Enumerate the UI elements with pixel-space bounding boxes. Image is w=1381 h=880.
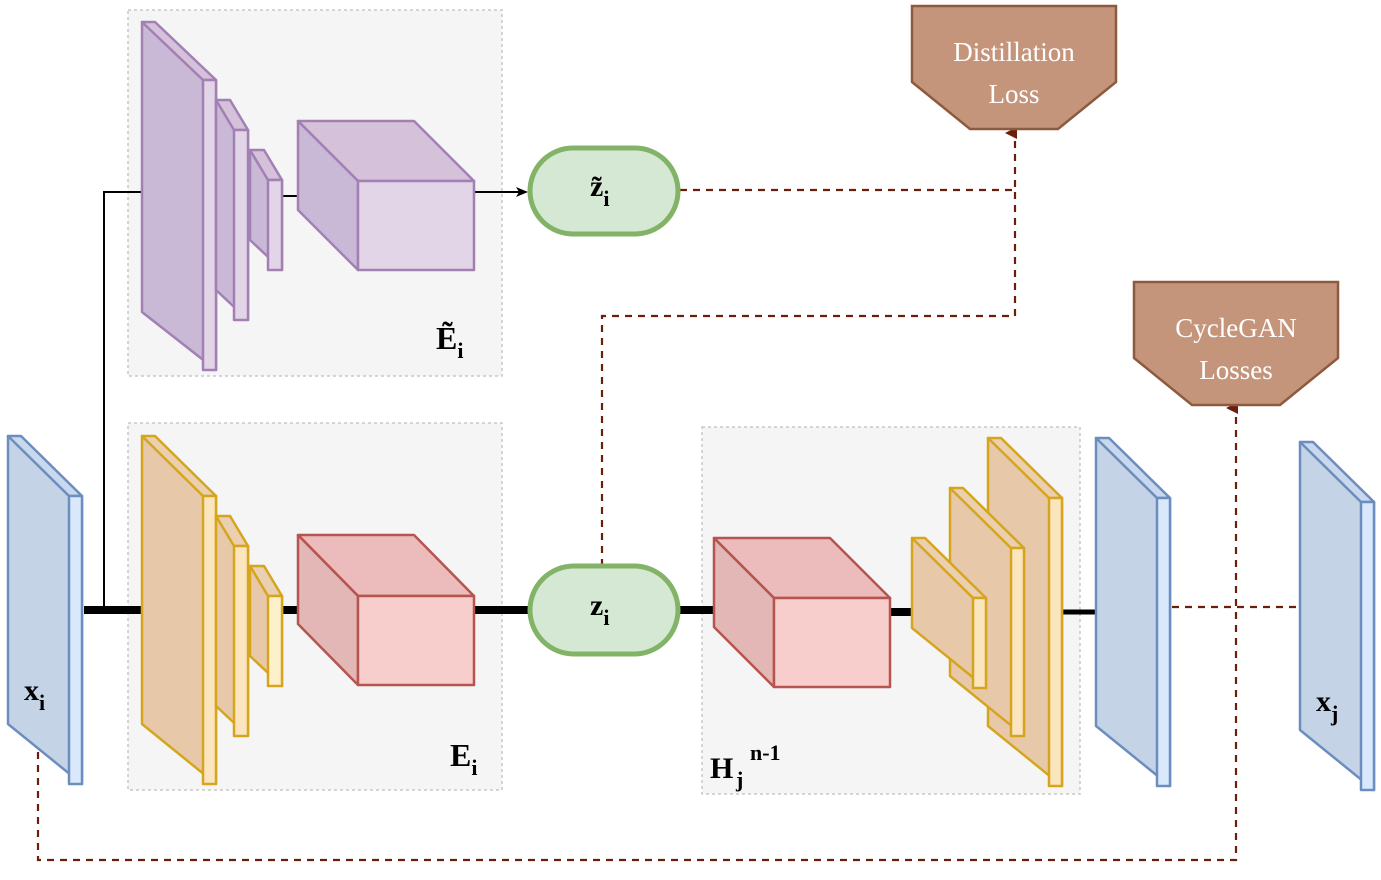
x-in-to-cyclegan-line	[36, 402, 1238, 862]
teacher-encoder-label: Ẽi	[436, 320, 463, 363]
head-layers	[910, 436, 1064, 788]
encoder-label: Ei	[450, 737, 477, 780]
dashed-connections	[36, 127, 1322, 862]
z-node	[527, 563, 681, 657]
z-label-sub: i	[603, 605, 609, 630]
x-out-label-sub: j	[1330, 701, 1338, 726]
input-image	[6, 434, 84, 786]
z-tilde-label-base: z̃	[590, 170, 603, 203]
encoder-cuboid	[296, 533, 476, 687]
z-label-base: z	[590, 589, 603, 622]
cyclegan-loss-label-line2: Losses	[1199, 355, 1273, 385]
output-image	[1298, 440, 1376, 792]
generated-image	[1094, 436, 1172, 788]
head-label-sup: n-1	[750, 740, 781, 765]
head-label-base: H	[710, 752, 733, 785]
cyclegan-loss-box: CycleGAN Losses	[1132, 280, 1340, 407]
z-label: zi	[590, 589, 609, 630]
head-cuboid	[712, 536, 892, 689]
x-out-label: xj	[1316, 685, 1338, 726]
encoder-layers	[140, 434, 284, 786]
z-to-distillation-line	[600, 190, 1017, 566]
distillation-loss-label-line1: Distillation	[953, 37, 1075, 67]
distillation-loss-label-line2: Loss	[988, 79, 1039, 109]
z-tilde-label-sub: i	[603, 186, 609, 211]
z-tilde-node	[527, 145, 681, 237]
teacher-encoder-label-base: Ẽ	[436, 320, 457, 356]
cyclegan-loss-label-line1: CycleGAN	[1175, 313, 1296, 343]
encoder-label-base: E	[450, 737, 471, 773]
x-in-label-base: x	[24, 674, 39, 707]
teacher-encoder-label-sub: i	[457, 338, 463, 363]
x-in-label: xi	[24, 674, 45, 715]
x-out-label-base: x	[1316, 685, 1331, 718]
z-tilde-label: z̃i	[590, 170, 609, 211]
x-in-label-sub: i	[39, 690, 45, 715]
head-label: H j n-1	[710, 740, 781, 792]
z-tilde-to-distillation-line	[680, 127, 1017, 192]
distillation-loss-box: Distillation Loss	[910, 4, 1118, 131]
encoder-label-sub: i	[471, 755, 477, 780]
head-label-sub: j	[735, 767, 743, 792]
teacher-encoder-layers	[140, 20, 476, 372]
